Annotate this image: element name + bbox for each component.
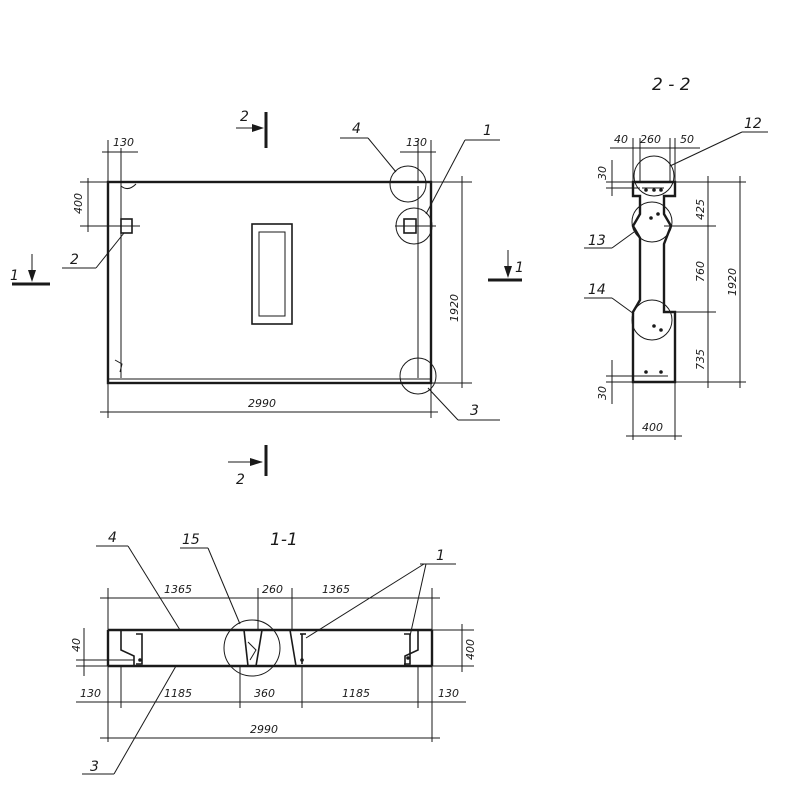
center-joint-left <box>243 629 249 667</box>
dim-1185-right: 1185 <box>342 687 370 700</box>
dim-760-2-2: 760 <box>694 261 707 282</box>
corner-notch <box>120 183 137 190</box>
dim-260-1-1: 260 <box>262 583 283 596</box>
dim-130-left: 130 <box>113 136 134 149</box>
profile-outline <box>631 180 677 384</box>
detail-circle-4 <box>389 165 427 203</box>
leader-line <box>425 139 466 215</box>
callout-2-plan: 2 <box>70 252 79 268</box>
dim-1185-left: 1185 <box>164 687 192 700</box>
dim-1920-right: 1920 <box>448 294 461 322</box>
detail-circle-15 <box>223 619 281 677</box>
detail-circle-1 <box>395 207 433 245</box>
rebar-dot <box>644 188 648 192</box>
dim-2990-1-1: 2990 <box>250 723 278 736</box>
dim-1920-2-2: 1920 <box>726 268 739 296</box>
section-arrow-head <box>28 270 36 282</box>
left-rib-profile <box>120 630 135 666</box>
dim-425-2-2: 425 <box>694 199 707 220</box>
callout-3-section: 3 <box>90 759 99 775</box>
callout-14: 14 <box>588 282 606 298</box>
dim-1365-left: 1365 <box>164 583 192 596</box>
section-mark-1-left: 1 <box>10 268 19 284</box>
dim-130-right: 130 <box>406 136 427 149</box>
corner-detail <box>114 359 123 373</box>
callout-4-plan: 4 <box>352 121 361 137</box>
callout-15: 15 <box>182 532 200 548</box>
dim-50-2-2: 50 <box>680 133 694 146</box>
callout-13: 13 <box>588 233 606 249</box>
rebar-dot <box>138 658 142 662</box>
detail-circle-12 <box>633 155 675 197</box>
leader-line <box>367 137 397 173</box>
plan-view: 130 130 400 1920 2990 4 1 2 <box>10 109 524 488</box>
dim-260-2-2: 260 <box>640 133 661 146</box>
central-opening-outer <box>251 223 293 325</box>
leader-line <box>127 545 181 631</box>
leader-line <box>427 387 459 421</box>
dim-40-2-2: 40 <box>614 133 628 146</box>
section-mark-2-bottom: 2 <box>236 472 245 488</box>
leader-line <box>113 665 177 775</box>
section-2-2-title: 2 - 2 <box>652 75 691 95</box>
leader-line <box>305 563 425 639</box>
leader-line <box>611 231 635 249</box>
rebar-dot <box>656 212 660 216</box>
dim-400-left: 400 <box>72 193 85 214</box>
dim-30-bottom-2-2: 30 <box>596 386 609 400</box>
center-joint-mid <box>255 629 263 667</box>
center-joint-right <box>289 629 297 667</box>
embedded-hook-left <box>136 633 143 665</box>
rebar-dot <box>652 324 656 328</box>
rebar-dot <box>406 656 410 660</box>
dim-40-1-1: 40 <box>70 638 83 652</box>
section-1-1: 1-1 1365 260 1365 40 <box>70 530 477 775</box>
section-arrow-head <box>252 124 264 132</box>
central-opening-inner <box>258 231 286 317</box>
leader-line <box>409 563 427 637</box>
callout-1-section: 1 <box>436 548 445 564</box>
section-mark-2-top: 2 <box>240 109 249 125</box>
leader-line <box>611 297 635 315</box>
callout-12: 12 <box>744 116 762 132</box>
dim-400-2-2: 400 <box>642 421 663 434</box>
center-joint-detail <box>247 641 257 661</box>
dim-30-top-2-2: 30 <box>596 166 609 180</box>
dim-1365-right: 1365 <box>322 583 350 596</box>
dim-130-left-1-1: 130 <box>80 687 101 700</box>
rebar-dot <box>300 658 304 662</box>
section-arrow-head <box>250 458 263 466</box>
rebar-dot <box>659 328 663 332</box>
right-rib-profile <box>404 630 419 666</box>
rebar-dot <box>644 370 648 374</box>
rebar-dot <box>649 216 653 220</box>
leader-line <box>95 232 125 269</box>
leader-line <box>669 131 743 167</box>
section-mark-1-right: 1 <box>515 260 524 276</box>
callout-1-plan: 1 <box>483 123 492 139</box>
section-1-1-title: 1-1 <box>270 530 298 550</box>
detail-circle-14 <box>631 299 673 341</box>
callout-4-section: 4 <box>108 530 117 546</box>
slab-outline <box>106 180 433 385</box>
dim-130-right-1-1: 130 <box>438 687 459 700</box>
detail-circle-13 <box>631 201 673 243</box>
rebar-dot <box>659 370 663 374</box>
rebar-dot <box>659 188 663 192</box>
dim-400-1-1: 400 <box>464 639 477 660</box>
section-arrow-head <box>504 266 512 278</box>
rebar-dot <box>652 188 656 192</box>
embedded-hook-right <box>404 633 411 665</box>
dim-360: 360 <box>254 687 275 700</box>
leader-line <box>207 547 241 625</box>
dim-2990-plan: 2990 <box>248 397 276 410</box>
detail-circle-3 <box>399 357 437 395</box>
callout-3-plan: 3 <box>470 403 479 419</box>
section-2-2: 2 - 2 40 260 50 30 30 <box>584 75 768 440</box>
dim-735-2-2: 735 <box>694 349 707 370</box>
